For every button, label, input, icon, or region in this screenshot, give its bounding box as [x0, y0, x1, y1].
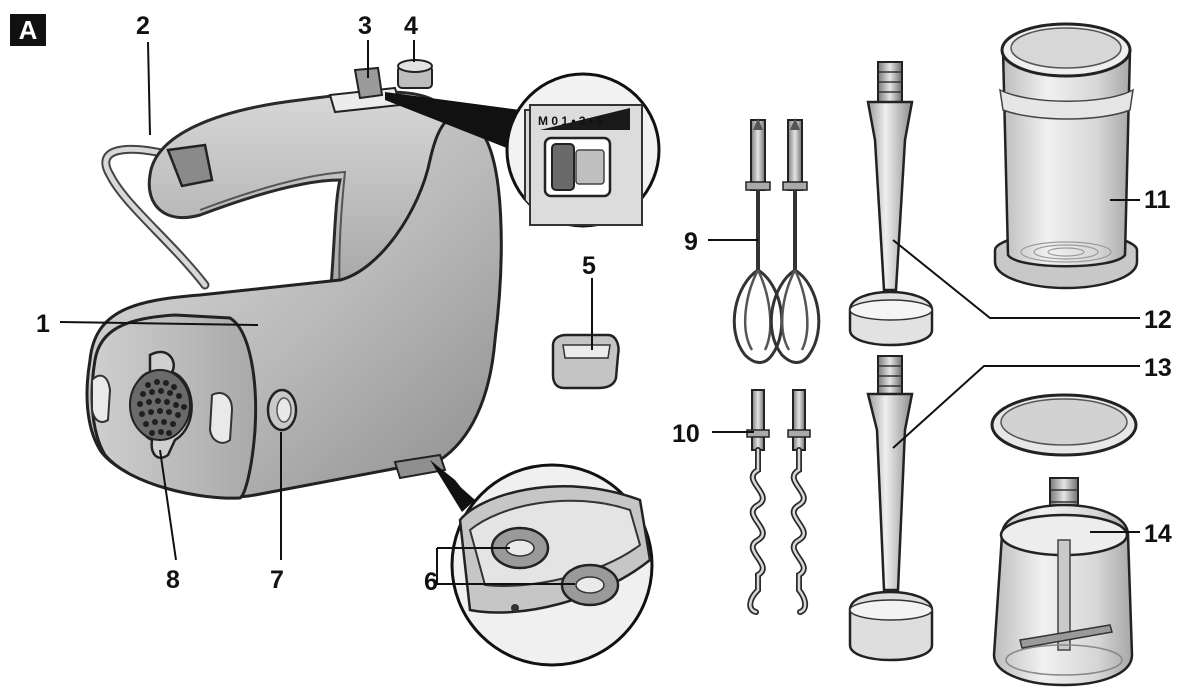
- callout-5: 5: [582, 252, 596, 280]
- beaker: [993, 22, 1139, 290]
- callout-6: 6: [424, 568, 438, 596]
- hand-mixer-unit: [85, 59, 503, 500]
- callout-11: 11: [1144, 186, 1171, 214]
- callout-3: 3: [358, 12, 372, 40]
- turbo-button: [397, 59, 433, 89]
- cord-strain-relief: [166, 143, 214, 188]
- release-button: [266, 388, 298, 432]
- callout-4: 4: [404, 12, 418, 40]
- switch-zoom-wedge: [385, 92, 520, 150]
- dough-hook-pair: [746, 389, 811, 615]
- whisk-pair: [732, 118, 821, 364]
- callout-1: 1: [36, 310, 50, 338]
- callout-12: 12: [1144, 306, 1172, 334]
- callout-2: 2: [136, 12, 150, 40]
- socket-detail: [450, 463, 654, 667]
- accessory-socket: [129, 350, 193, 459]
- blender-shaft: [848, 61, 934, 347]
- callout-10: 10: [672, 420, 700, 448]
- callout-9: 9: [684, 228, 698, 256]
- callout-14: 14: [1144, 520, 1172, 548]
- switch-cover-part: [551, 333, 620, 390]
- whisk-shaft: [848, 355, 934, 662]
- callout-7: 7: [270, 566, 284, 594]
- switch-speed-scale: M 0 1 • 3 • 5: [538, 114, 603, 128]
- switch-detail: M 0 1 • 3 • 5: [505, 72, 661, 228]
- callout-8: 8: [166, 566, 180, 594]
- callout-13: 13: [1144, 354, 1172, 382]
- panel-label: A: [10, 14, 46, 46]
- leader-lines: [59, 40, 1140, 585]
- chopper-bowl: [990, 393, 1138, 687]
